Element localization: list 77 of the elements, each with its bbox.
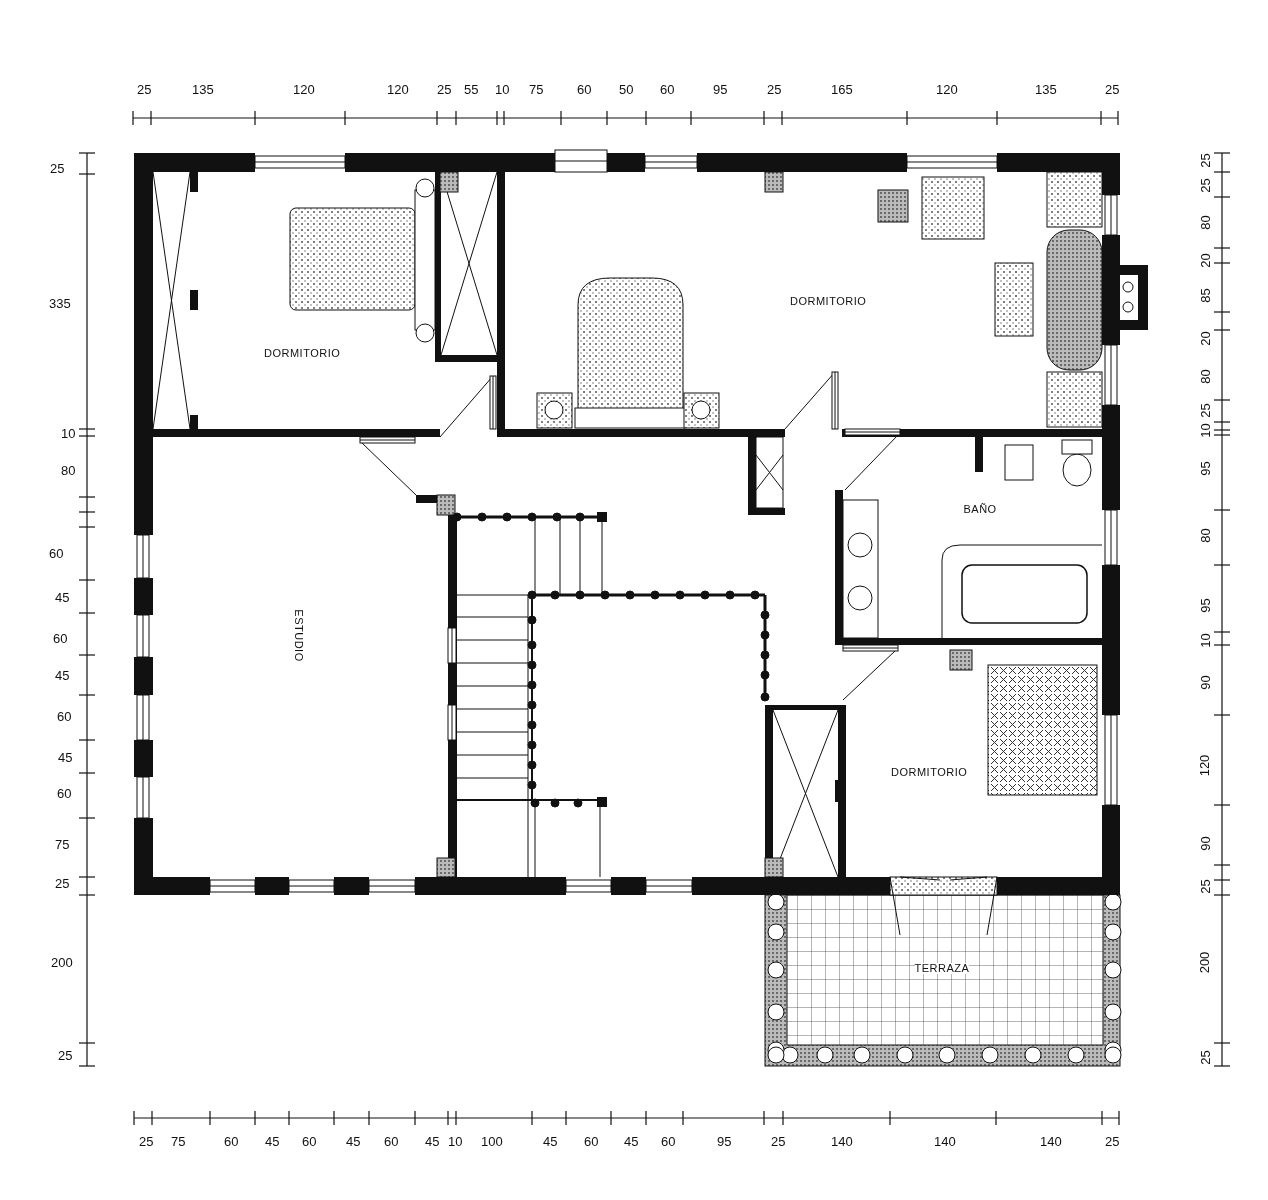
dimension-label: 60 bbox=[384, 1134, 399, 1148]
dimension-label: 90 bbox=[1198, 674, 1212, 690]
dimension-label: 60 bbox=[660, 82, 675, 96]
dimension-label: 25 bbox=[58, 1048, 73, 1062]
dimension-label: 10 bbox=[495, 82, 510, 96]
dimension-label: 80 bbox=[1198, 527, 1212, 543]
dimension-label: 25 bbox=[1198, 402, 1212, 418]
dimension-label: 120 bbox=[936, 82, 958, 96]
dimension-label: 60 bbox=[53, 631, 68, 645]
dimension-label: 10 bbox=[448, 1134, 463, 1148]
dimension-label: 120 bbox=[293, 82, 315, 96]
dimension-label: 60 bbox=[57, 786, 72, 800]
dimension-label: 45 bbox=[346, 1134, 361, 1148]
dimension-label: 45 bbox=[543, 1134, 558, 1148]
dimension-label: 100 bbox=[481, 1134, 503, 1148]
dimension-label: 60 bbox=[57, 709, 72, 723]
dimension-label: 135 bbox=[1035, 82, 1057, 96]
dimension-label: 60 bbox=[224, 1134, 239, 1148]
dimension-label: 60 bbox=[577, 82, 592, 96]
dimension-label: 25 bbox=[50, 161, 65, 175]
dimension-label: 60 bbox=[49, 546, 64, 560]
dimension-label: 95 bbox=[1198, 460, 1212, 476]
dimension-label: 45 bbox=[425, 1134, 440, 1148]
dimension-label: 50 bbox=[619, 82, 634, 96]
dimension-label: 165 bbox=[831, 82, 853, 96]
dimension-label: 20 bbox=[1198, 252, 1212, 268]
dimension-label: 45 bbox=[55, 668, 70, 682]
dimension-label: 25 bbox=[1105, 82, 1120, 96]
dimension-label: 120 bbox=[387, 82, 409, 96]
dimension-label: 75 bbox=[171, 1134, 186, 1148]
dimension-label: 95 bbox=[717, 1134, 732, 1148]
room-label: DORMITORIO bbox=[891, 766, 968, 778]
dimension-label: 75 bbox=[529, 82, 544, 96]
dimension-label: 45 bbox=[624, 1134, 639, 1148]
dimension-label: 60 bbox=[661, 1134, 676, 1148]
dimension-label: 200 bbox=[1198, 951, 1212, 973]
dimension-label: 45 bbox=[58, 750, 73, 764]
dimension-label: 200 bbox=[51, 955, 73, 969]
dimension-label: 25 bbox=[767, 82, 782, 96]
dimension-label: 80 bbox=[1198, 368, 1212, 384]
dimension-label: 135 bbox=[192, 82, 214, 96]
dimension-label: 85 bbox=[1198, 287, 1212, 303]
dimension-label: 20 bbox=[1198, 330, 1212, 346]
room-label: TERRAZA bbox=[914, 962, 970, 974]
dimension-label: 90 bbox=[1198, 835, 1212, 851]
dimension-label: 25 bbox=[1198, 1049, 1212, 1065]
room-label: DORMITORIO bbox=[790, 295, 867, 307]
dimension-label: 10 bbox=[1198, 422, 1212, 438]
dimension-label: 55 bbox=[464, 82, 479, 96]
dimension-label: 25 bbox=[137, 82, 152, 96]
room-label: BAÑO bbox=[963, 503, 997, 515]
dimension-label: 60 bbox=[302, 1134, 317, 1148]
dimension-label: 25 bbox=[139, 1134, 154, 1148]
dimension-label: 140 bbox=[934, 1134, 956, 1148]
dimension-label: 25 bbox=[55, 876, 70, 890]
room-label: DORMITORIO bbox=[264, 347, 341, 359]
dimension-label: 95 bbox=[1198, 597, 1212, 613]
dimension-label: 25 bbox=[437, 82, 452, 96]
room-label: ESTUDIO bbox=[292, 608, 304, 662]
dimension-label: 45 bbox=[55, 590, 70, 604]
dimension-label: 140 bbox=[1040, 1134, 1062, 1148]
dimension-label: 10 bbox=[1198, 632, 1212, 648]
dimension-label: 140 bbox=[831, 1134, 853, 1148]
dimension-label: 75 bbox=[55, 837, 70, 851]
dimension-label: 80 bbox=[61, 463, 76, 477]
dimension-label: 25 bbox=[1198, 152, 1212, 168]
dimension-label: 10 bbox=[61, 426, 76, 440]
dimension-label: 335 bbox=[49, 296, 71, 310]
dimension-label: 25 bbox=[1105, 1134, 1120, 1148]
dimension-label: 25 bbox=[1198, 177, 1212, 193]
dimension-label: 120 bbox=[1198, 754, 1212, 776]
dimension-label: 80 bbox=[1198, 214, 1212, 230]
dimension-label: 25 bbox=[1198, 878, 1212, 894]
dimension-label: 95 bbox=[713, 82, 728, 96]
dimension-label: 60 bbox=[584, 1134, 599, 1148]
dimension-label: 45 bbox=[265, 1134, 280, 1148]
dimension-label: 25 bbox=[771, 1134, 786, 1148]
